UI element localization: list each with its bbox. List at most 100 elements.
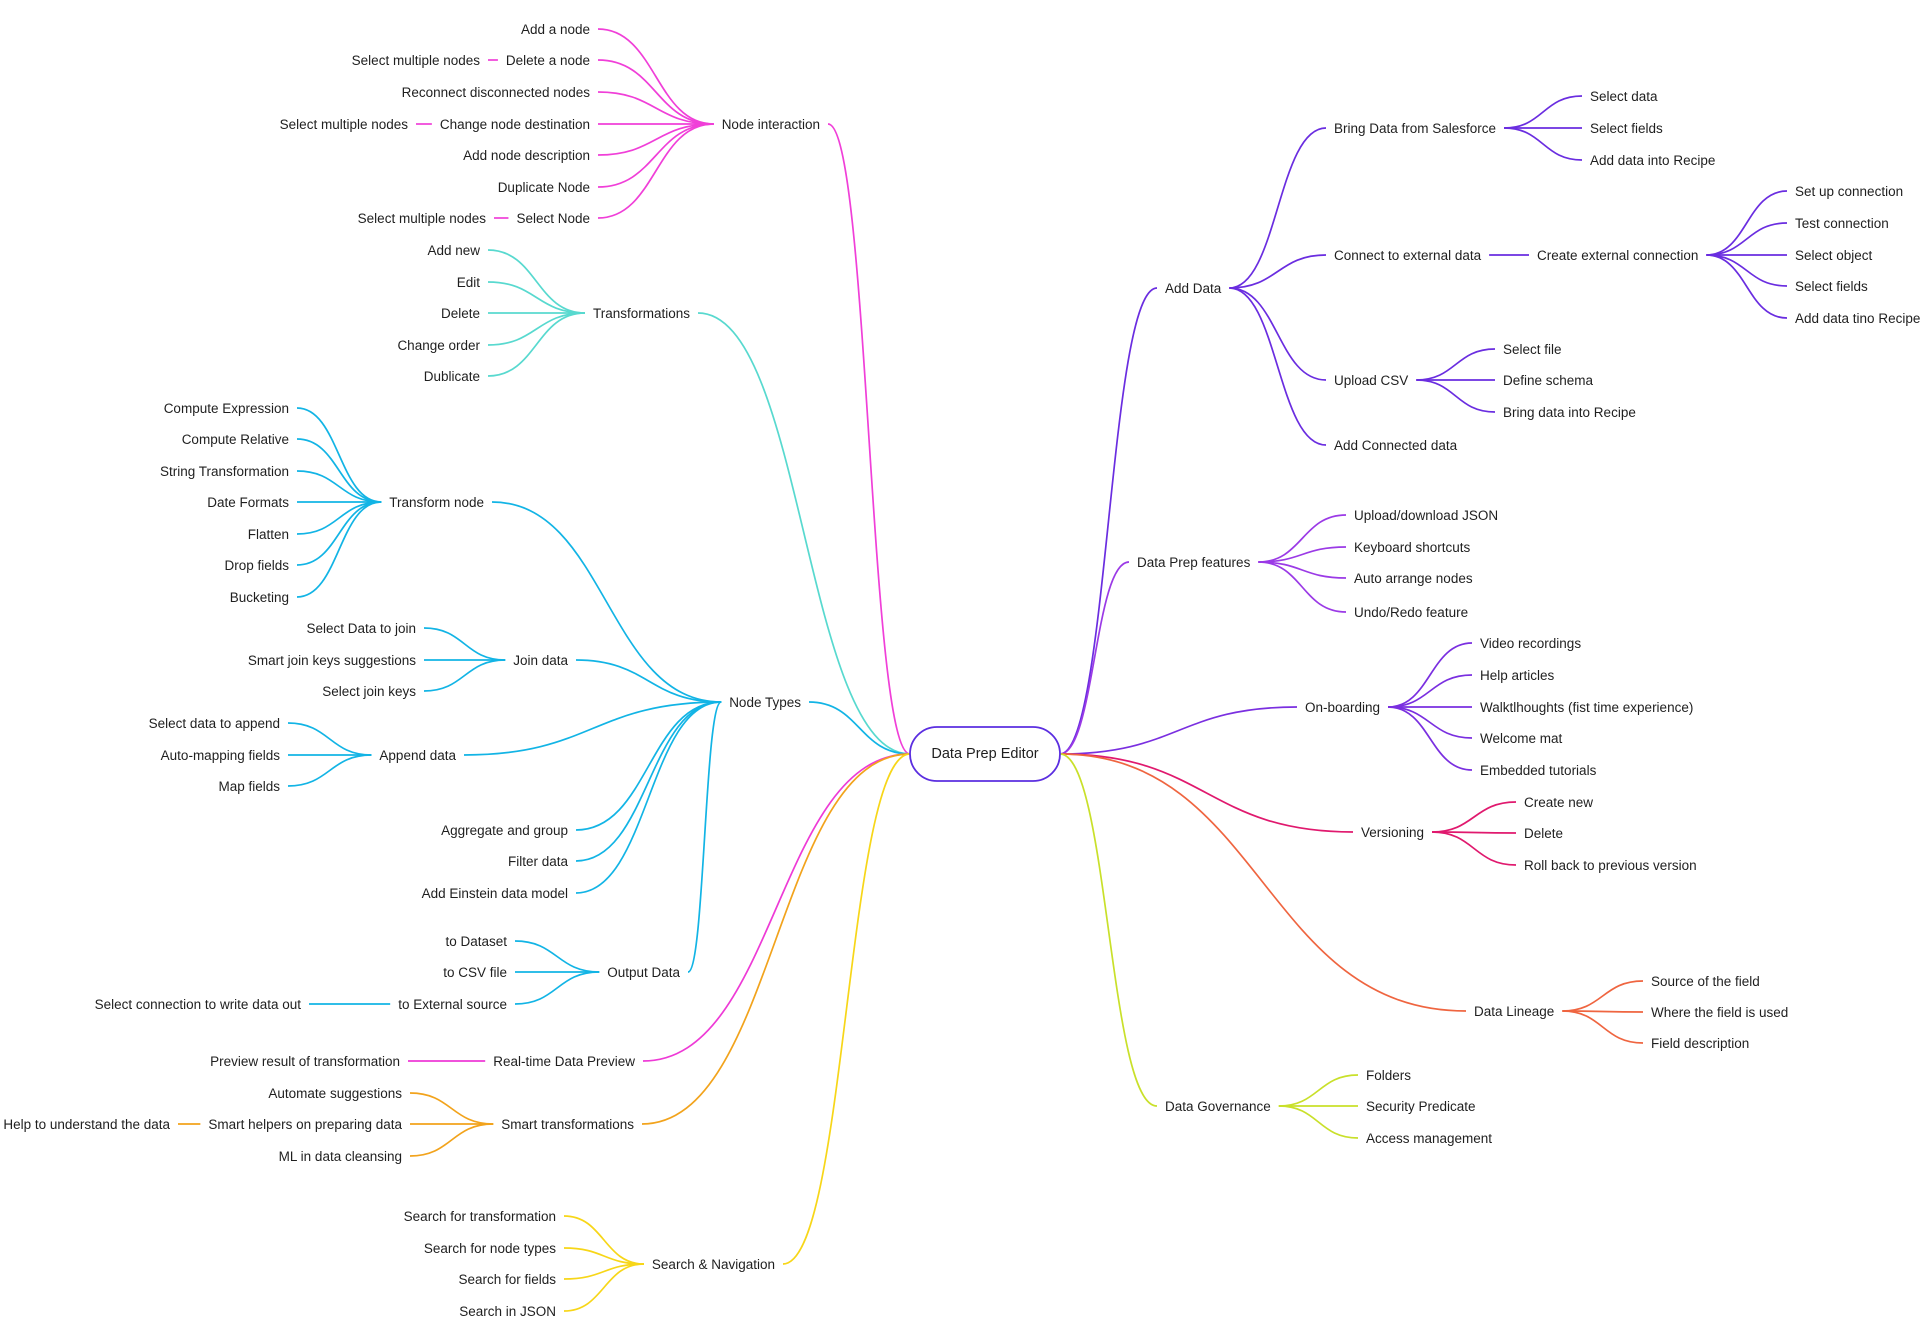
node-add-data-into-recipe[interactable]: Add data into Recipe [1590, 153, 1715, 168]
node-data-governance[interactable]: Data Governance [1165, 1099, 1271, 1114]
edge-auto-arrange-nodes [1258, 561, 1347, 579]
node-map-fields[interactable]: Map fields [218, 779, 280, 794]
node-search-for-transformation[interactable]: Search for transformation [404, 1209, 556, 1224]
node-video-recordings[interactable]: Video recordings [1480, 636, 1581, 651]
edge-add-data [1059, 287, 1158, 755]
node-ml-in-data-cleansing[interactable]: ML in data cleansing [279, 1149, 402, 1164]
node-output-data[interactable]: Output Data [607, 965, 680, 980]
node-delete[interactable]: Delete [1524, 826, 1563, 841]
node-to-external-source[interactable]: to External source [398, 997, 507, 1012]
node-keyboard-shortcuts[interactable]: Keyboard shortcuts [1354, 540, 1471, 555]
node-auto-mapping-fields[interactable]: Auto-mapping fields [161, 748, 281, 763]
node-to-dataset[interactable]: to Dataset [445, 934, 507, 949]
node-drop-fields[interactable]: Drop fields [224, 558, 289, 573]
node-help-articles[interactable]: Help articles [1480, 668, 1555, 683]
node-add-data[interactable]: Add Data [1165, 281, 1222, 296]
node-dublicate[interactable]: Dublicate [424, 369, 480, 384]
node-data-lineage[interactable]: Data Lineage [1474, 1004, 1554, 1019]
node-select-multiple-nodes[interactable]: Select multiple nodes [358, 211, 487, 226]
node-edit[interactable]: Edit [457, 275, 481, 290]
node-add-a-node[interactable]: Add a node [521, 22, 590, 37]
node-node-interaction[interactable]: Node interaction [722, 117, 820, 132]
node-upload-download-json[interactable]: Upload/download JSON [1354, 508, 1498, 523]
node-smart-transformations[interactable]: Smart transformations [501, 1117, 634, 1132]
node-aggregate-and-group[interactable]: Aggregate and group [441, 823, 568, 838]
node-add-node-description[interactable]: Add node description [463, 148, 590, 163]
edge-add-einstein-data-model [575, 701, 722, 894]
node-reconnect-disconnected-nodes[interactable]: Reconnect disconnected nodes [402, 85, 591, 100]
node-node-types[interactable]: Node Types [729, 695, 801, 710]
node-to-csv-file[interactable]: to CSV file [443, 965, 507, 980]
node-append-data[interactable]: Append data [379, 748, 456, 763]
node-search-navigation[interactable]: Search & Navigation [652, 1257, 775, 1272]
node-real-time-data-preview[interactable]: Real-time Data Preview [493, 1054, 635, 1069]
node-search-for-fields[interactable]: Search for fields [458, 1272, 556, 1287]
node-select-fields[interactable]: Select fields [1795, 279, 1868, 294]
node-welcome-mat[interactable]: Welcome mat [1480, 731, 1563, 746]
node-delete-a-node[interactable]: Delete a node [506, 53, 590, 68]
node-add-new[interactable]: Add new [427, 243, 480, 258]
node-on-boarding[interactable]: On-boarding [1305, 700, 1380, 715]
node-smart-helpers-on-preparing-data[interactable]: Smart helpers on preparing data [208, 1117, 402, 1132]
node-transform-node[interactable]: Transform node [389, 495, 484, 510]
node-string-transformation[interactable]: String Transformation [160, 464, 289, 479]
node-search-for-node-types[interactable]: Search for node types [424, 1241, 556, 1256]
node-search-in-json[interactable]: Search in JSON [459, 1304, 556, 1319]
node-flatten[interactable]: Flatten [248, 527, 289, 542]
node-transformations[interactable]: Transformations [593, 306, 690, 321]
node-connect-to-external-data[interactable]: Connect to external data [1334, 248, 1482, 263]
node-select-multiple-nodes[interactable]: Select multiple nodes [280, 117, 409, 132]
node-select-data-to-append[interactable]: Select data to append [149, 716, 280, 731]
node-select-file[interactable]: Select file [1503, 342, 1562, 357]
node-select-join-keys[interactable]: Select join keys [322, 684, 416, 699]
node-compute-relative[interactable]: Compute Relative [182, 432, 289, 447]
node-join-data[interactable]: Join data [513, 653, 568, 668]
node-preview-result-of-transformation[interactable]: Preview result of transformation [210, 1054, 400, 1069]
node-bring-data-from-salesforce[interactable]: Bring Data from Salesforce [1334, 121, 1496, 136]
node-walktlhoughts-fist-time-experience[interactable]: Walktlhoughts (fist time experience) [1480, 700, 1693, 715]
node-security-predicate[interactable]: Security Predicate [1366, 1099, 1476, 1114]
node-select-object[interactable]: Select object [1795, 248, 1873, 263]
node-filter-data[interactable]: Filter data [508, 854, 569, 869]
node-undo-redo-feature[interactable]: Undo/Redo feature [1354, 605, 1468, 620]
node-compute-expression[interactable]: Compute Expression [164, 401, 289, 416]
node-where-the-field-is-used[interactable]: Where the field is used [1651, 1005, 1788, 1020]
node-select-data-to-join[interactable]: Select Data to join [306, 621, 416, 636]
node-auto-arrange-nodes[interactable]: Auto arrange nodes [1354, 571, 1473, 586]
node-set-up-connection[interactable]: Set up connection [1795, 184, 1903, 199]
node-bring-data-into-recipe[interactable]: Bring data into Recipe [1503, 405, 1636, 420]
node-upload-csv[interactable]: Upload CSV [1334, 373, 1408, 388]
node-select-data[interactable]: Select data [1590, 89, 1658, 104]
edge-add-data-into-recipe [1504, 127, 1583, 161]
node-folders[interactable]: Folders [1366, 1068, 1411, 1083]
node-add-data-tino-recipe[interactable]: Add data tino Recipe [1795, 311, 1920, 326]
node-change-node-destination[interactable]: Change node destination [440, 117, 590, 132]
node-bucketing[interactable]: Bucketing [230, 590, 289, 605]
node-select-fields[interactable]: Select fields [1590, 121, 1663, 136]
node-smart-join-keys-suggestions[interactable]: Smart join keys suggestions [248, 653, 416, 668]
root-node[interactable]: Data Prep Editor [909, 726, 1061, 782]
node-date-formats[interactable]: Date Formats [207, 495, 289, 510]
node-duplicate-node[interactable]: Duplicate Node [498, 180, 590, 195]
node-add-einstein-data-model[interactable]: Add Einstein data model [422, 886, 568, 901]
node-select-connection-to-write-data-out[interactable]: Select connection to write data out [95, 997, 302, 1012]
node-access-management[interactable]: Access management [1366, 1131, 1492, 1146]
node-help-to-understand-the-data[interactable]: Help to understand the data [3, 1117, 170, 1132]
node-add-connected-data[interactable]: Add Connected data [1334, 438, 1458, 453]
node-select-node[interactable]: Select Node [516, 211, 590, 226]
node-versioning[interactable]: Versioning [1361, 825, 1424, 840]
node-test-connection[interactable]: Test connection [1795, 216, 1889, 231]
node-field-description[interactable]: Field description [1651, 1036, 1749, 1051]
node-change-order[interactable]: Change order [397, 338, 480, 353]
node-select-multiple-nodes[interactable]: Select multiple nodes [352, 53, 481, 68]
node-define-schema[interactable]: Define schema [1503, 373, 1594, 388]
node-embedded-tutorials[interactable]: Embedded tutorials [1480, 763, 1597, 778]
node-roll-back-to-previous-version[interactable]: Roll back to previous version [1524, 858, 1697, 873]
node-automate-suggestions[interactable]: Automate suggestions [268, 1086, 402, 1101]
edge-search-navigation [782, 753, 911, 1265]
node-source-of-the-field[interactable]: Source of the field [1651, 974, 1760, 989]
node-create-new[interactable]: Create new [1524, 795, 1593, 810]
node-delete[interactable]: Delete [441, 306, 480, 321]
node-create-external-connection[interactable]: Create external connection [1537, 248, 1698, 263]
node-data-prep-features[interactable]: Data Prep features [1137, 555, 1251, 570]
